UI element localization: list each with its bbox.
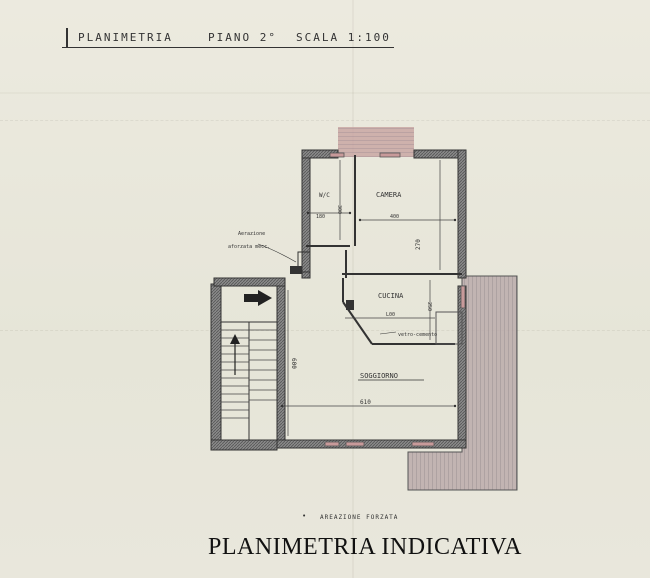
dimension-lines (282, 160, 455, 436)
dim-camera-depth: 270 (415, 239, 422, 250)
room-label-soggiorno: SOGGIORNO (360, 372, 398, 380)
footer-label: PLANIMETRIA INDICATIVA (208, 534, 522, 560)
title-bracket (66, 28, 68, 48)
plan-title-scale: SCALA 1:100 (296, 31, 391, 44)
legend-bullet: • (302, 512, 306, 520)
paper-rule (0, 120, 650, 121)
note-vetro: vetro-cemento (398, 332, 437, 338)
vetro-leader (379, 331, 397, 335)
plan-title: PLANIMETRIA PIANO 2° SCALA 1:100 (78, 31, 391, 47)
room-label-cucina: CUCINA (378, 292, 404, 300)
legend-aerazione-forzata: AREAZIONE FORZATA (320, 514, 398, 521)
dim-soggiorno-depth: 600 (290, 358, 297, 369)
plan-title-planimetria: PLANIMETRIA (78, 31, 173, 44)
stairwell (210, 283, 278, 451)
aerazione-leader (257, 243, 297, 263)
exterior-walls (213, 149, 467, 449)
dim-camera-width: 400 (390, 214, 399, 220)
glass-block-wall (435, 311, 463, 345)
entrance-arrow-icon (244, 290, 272, 306)
dim-wc-width: 180 (316, 214, 325, 220)
note-aerazione-1: Aerazione (238, 231, 265, 237)
dim-wc-depth: 300 (336, 205, 342, 214)
dim-soggiorno-width: 610 (360, 399, 371, 406)
ventilation-box (290, 266, 302, 274)
plan-title-floor: PIANO 2° (208, 31, 277, 44)
cucina-appliance (346, 300, 354, 310)
title-underline (62, 47, 394, 48)
paper-fold-vertical (352, 0, 354, 578)
dimension-ticks (280, 211, 457, 408)
paper-fold-horizontal (0, 92, 650, 94)
balcony-top (338, 127, 414, 157)
dim-cucina-depth: 250 (426, 302, 432, 311)
service-shaft (297, 251, 311, 273)
interior-walls (306, 155, 462, 345)
paper-rule (0, 330, 650, 331)
windows (324, 152, 466, 447)
room-label-wc: W/C (319, 192, 330, 199)
dim-cucina-width: L00 (386, 312, 395, 318)
note-aerazione-2: aforzata mecc. (228, 244, 270, 250)
room-label-camera: CAMERA (376, 191, 402, 199)
